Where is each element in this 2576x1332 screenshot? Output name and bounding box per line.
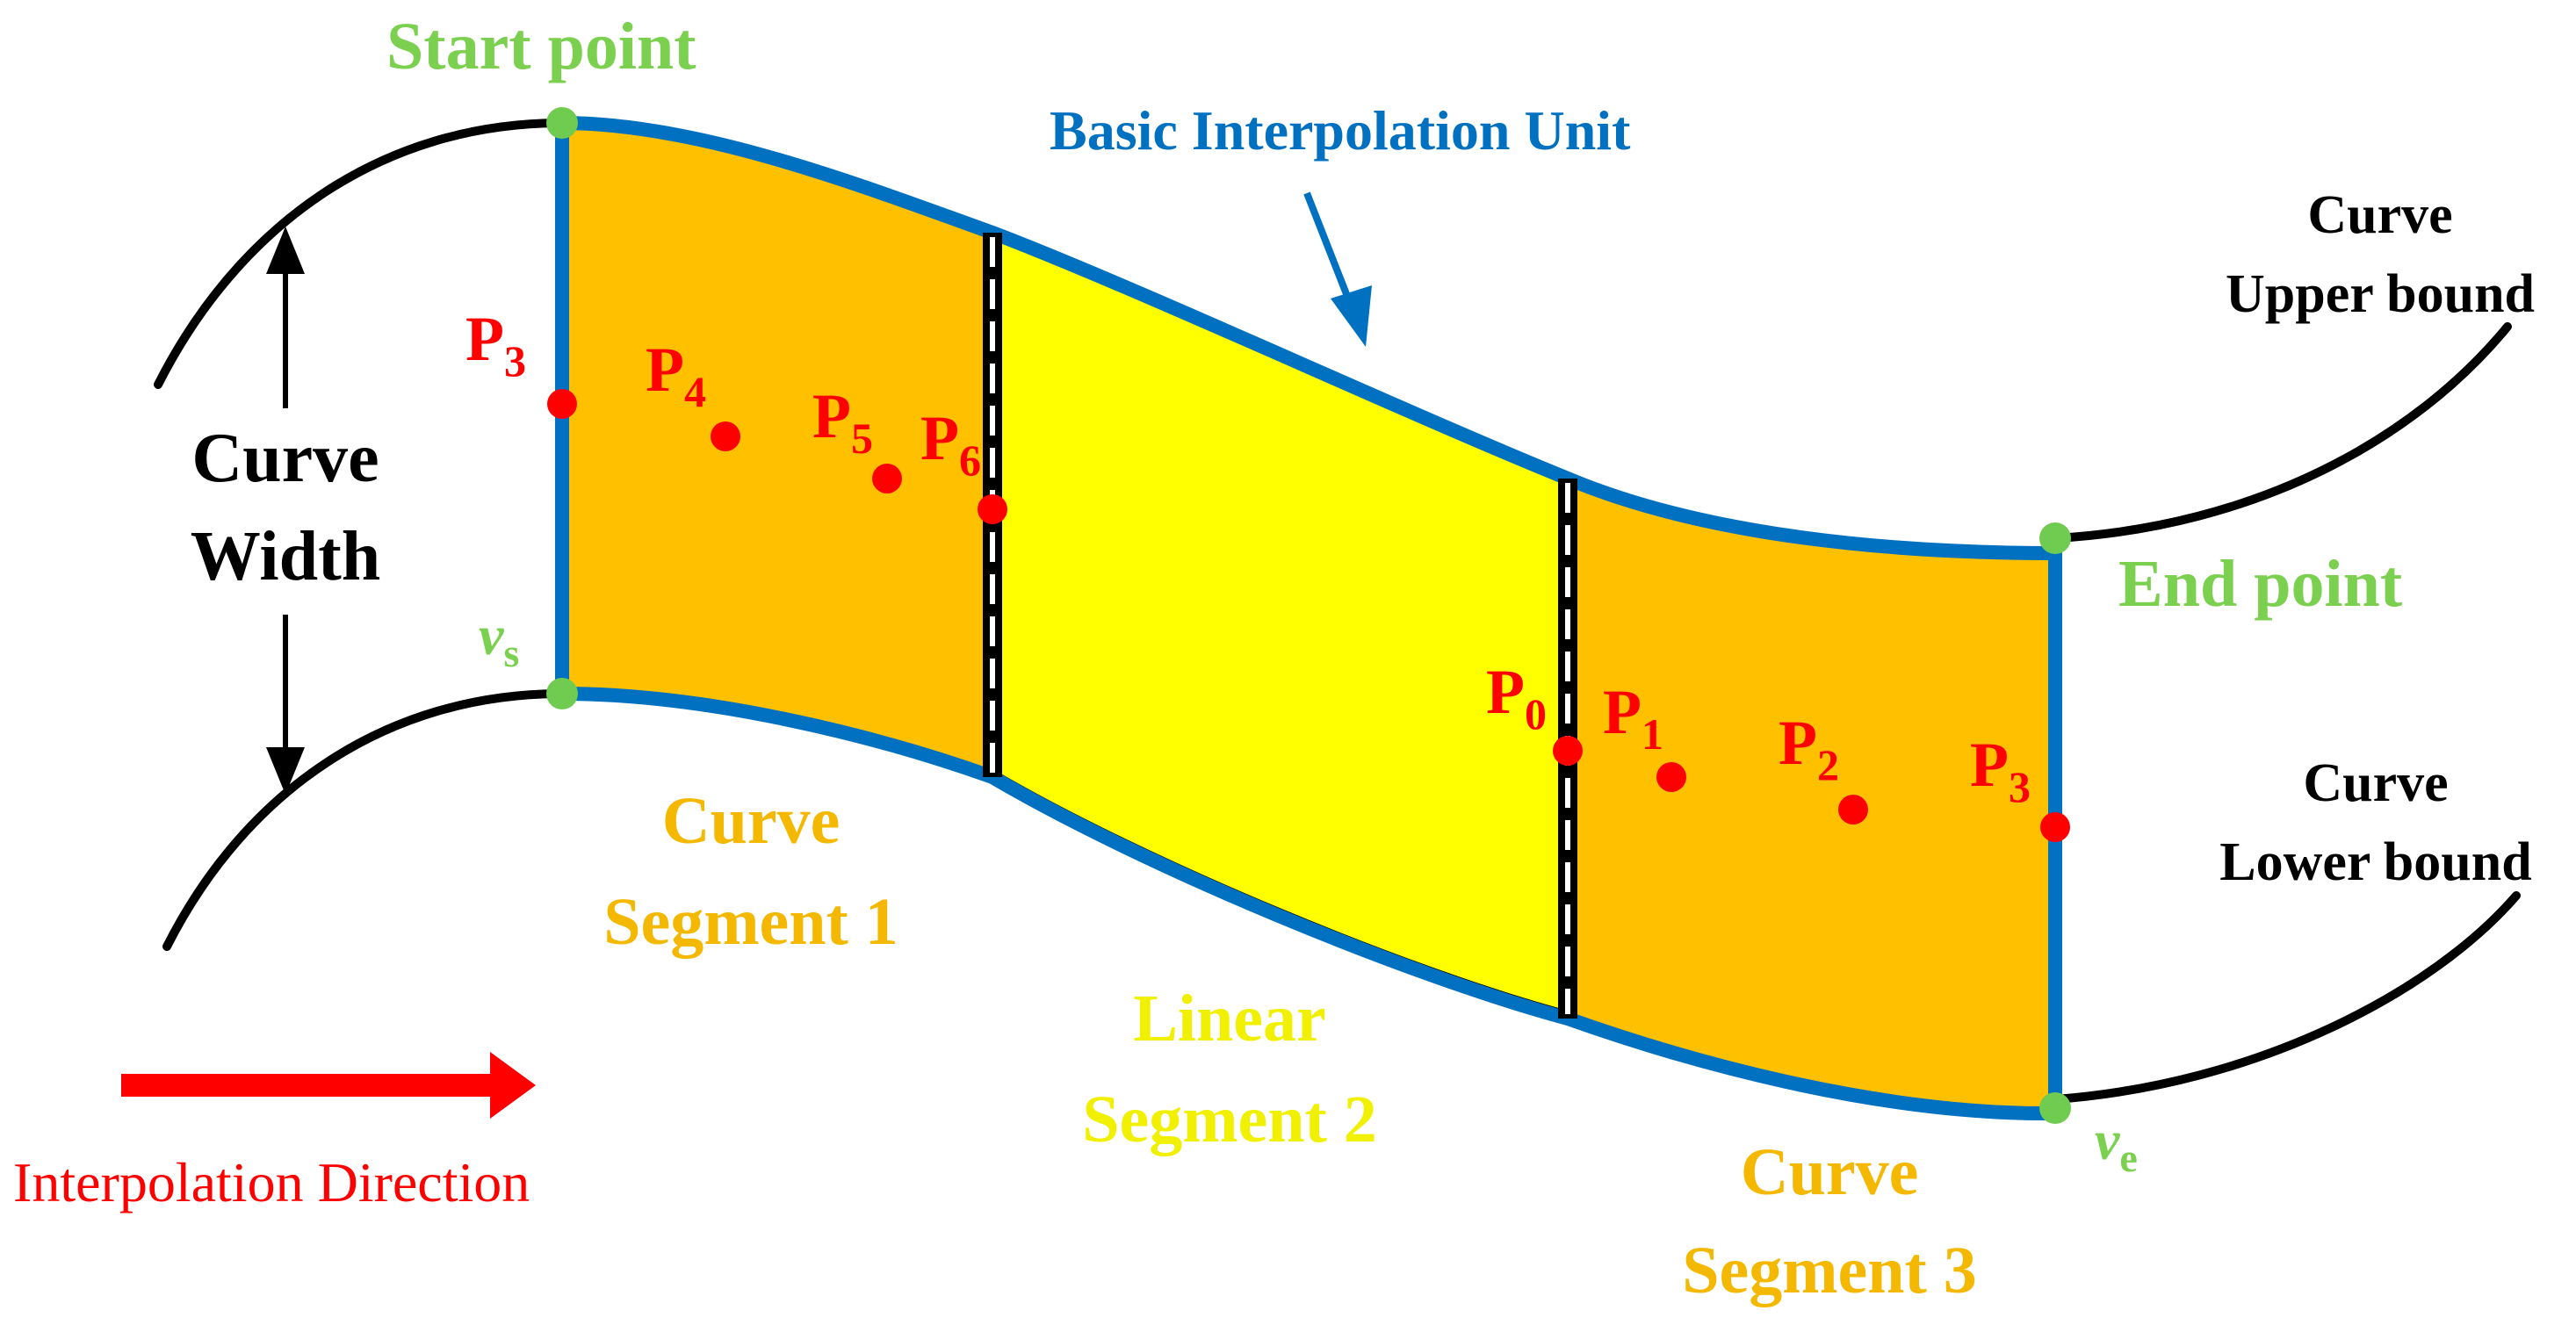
ve-label: ve	[2095, 1109, 2138, 1180]
segment-2-subtitle: Segment 2	[1082, 1083, 1377, 1156]
point-p4	[711, 421, 740, 451]
curve-width-subtitle: Width	[191, 518, 380, 595]
p3-right-label: P3	[1970, 730, 2031, 811]
p6-label: P6	[920, 403, 981, 485]
p2-label: P2	[1779, 708, 1839, 789]
linear-segment-2-region	[992, 233, 1568, 1019]
point-p5	[872, 464, 902, 493]
start-upper-marker	[546, 107, 578, 139]
p4-label: P4	[646, 335, 706, 416]
unit-pointer-arrow	[1303, 191, 1352, 300]
segment-3-title: Curve	[1741, 1135, 1919, 1209]
p5-label: P5	[812, 381, 873, 463]
unit-bottom-border	[555, 687, 2062, 1121]
end-lower-marker	[2039, 1092, 2071, 1124]
basic-unit-label: Basic Interpolation Unit	[1050, 99, 1631, 162]
segment-1-subtitle: Segment 1	[603, 885, 898, 959]
p1-label: P1	[1603, 677, 1663, 759]
upper-bound-left	[154, 119, 566, 389]
interp-direction-label: Interpolation Direction	[13, 1151, 530, 1213]
curve-segment-3-region	[1568, 479, 2055, 1114]
p0-label: P0	[1486, 657, 1547, 738]
upper-bound-right	[2051, 322, 2512, 543]
lower-bound-right	[2051, 891, 2521, 1104]
curve-segment-1-region	[562, 123, 992, 777]
point-p1	[1656, 762, 1686, 792]
segment-2-title: Linear	[1133, 982, 1326, 1055]
curve-width-arrowhead-down	[266, 747, 305, 795]
p3-left-label: P3	[465, 304, 526, 385]
unit-top-border	[555, 116, 2062, 560]
lower-bound-title: Curve	[2303, 753, 2448, 813]
upper-bound-title: Curve	[2307, 185, 2452, 245]
point-p2	[1838, 795, 1868, 824]
segment-1-title: Curve	[662, 784, 841, 858]
point-p3-left	[547, 389, 577, 419]
segment-3-subtitle: Segment 3	[1682, 1234, 1977, 1307]
curve-width-title: Curve	[191, 420, 379, 497]
unit-pointer-arrowhead	[1331, 285, 1372, 347]
point-p0	[1553, 736, 1583, 766]
lower-bound-left	[162, 689, 566, 951]
vs-label: vs	[479, 604, 519, 675]
start-point-label: Start point	[386, 10, 696, 83]
start-lower-marker	[546, 678, 578, 709]
direction-arrowhead	[490, 1052, 536, 1119]
end-point-label: End point	[2118, 547, 2402, 621]
direction-arrow-shaft	[121, 1074, 490, 1097]
upper-bound-subtitle: Upper bound	[2226, 264, 2535, 324]
point-p6	[978, 494, 1007, 524]
point-p3-right	[2040, 812, 2070, 842]
lower-bound-subtitle: Lower bound	[2219, 832, 2531, 892]
curve-width-arrowhead-up	[266, 227, 305, 274]
end-upper-marker	[2039, 522, 2071, 554]
